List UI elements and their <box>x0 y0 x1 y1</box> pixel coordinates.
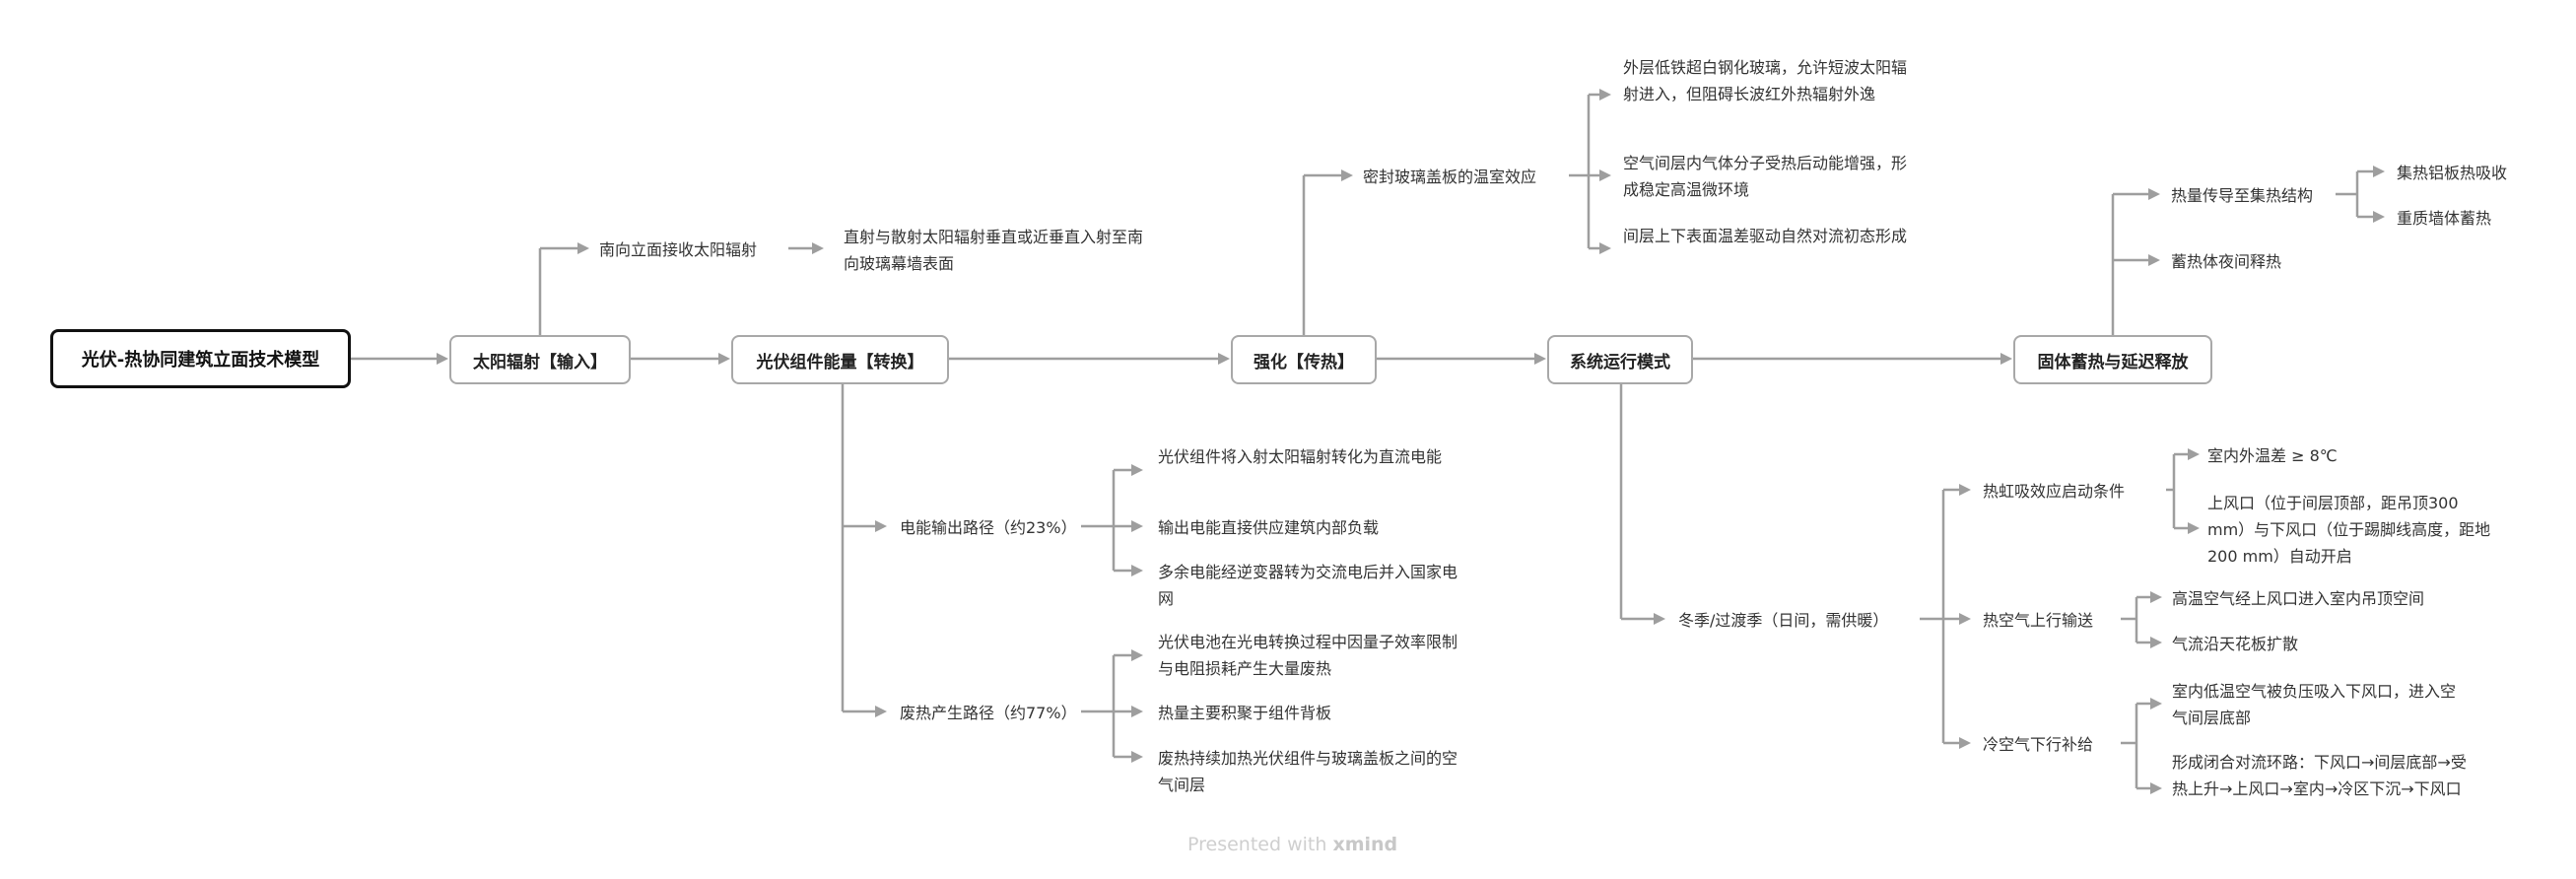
arrowhead <box>2373 166 2385 177</box>
winter-mode-node[interactable]: 冬季/过渡季（日间，需供暖） <box>1678 611 1889 630</box>
arrowhead <box>2150 782 2162 794</box>
arrowhead <box>1959 484 1971 496</box>
thermosiphon-node[interactable]: 热虹吸效应启动条件 <box>1983 482 2126 501</box>
arrowhead <box>812 242 824 254</box>
arrowhead <box>1959 613 1971 625</box>
down-leaf-1[interactable]: 室内低温空气被负压吸入下风口，进入空气间层底部 <box>2172 682 2457 727</box>
arrowhead <box>2150 698 2162 710</box>
system-operation-node[interactable]: 系统运行模式 <box>1547 335 1693 384</box>
solar-radiation-node[interactable]: 太阳辐射【输入】 <box>449 335 631 384</box>
greenhouse-effect-node[interactable]: 密封玻璃盖板的温室效应 <box>1363 168 1537 186</box>
elec-leaf-2[interactable]: 输出电能直接供应建筑内部负载 <box>1158 518 1380 537</box>
green-leaf-2[interactable]: 空气间层内气体分子受热后动能增强，形成稳定高温微环境 <box>1623 154 1908 199</box>
arrowhead <box>1218 353 1230 365</box>
waste-leaf-3[interactable]: 废热持续加热光伏组件与玻璃盖板之间的空气间层 <box>1158 749 1458 794</box>
heat-conduction-node[interactable]: 热量传导至集热结构 <box>2171 186 2314 205</box>
up-leaf-2[interactable]: 气流沿天花板扩散 <box>2172 635 2299 653</box>
arrowhead <box>1131 464 1143 476</box>
arrowhead <box>875 706 887 717</box>
arrowhead <box>1131 706 1143 717</box>
arrowhead <box>1131 751 1143 763</box>
arrowhead <box>1654 613 1665 625</box>
green-leaf-3[interactable]: 间层上下表面温差驱动自然对流初态形成 <box>1623 227 1908 245</box>
pv-conversion-node[interactable]: 光伏组件能量【转换】 <box>731 335 949 384</box>
waste-heat-path-node[interactable]: 废热产生路径（约77%） <box>900 704 1077 722</box>
arrowhead <box>2150 591 2162 603</box>
arrowhead <box>2000 353 2012 365</box>
solid-heat-storage-node[interactable]: 固体蓄热与延迟释放 <box>2013 335 2212 384</box>
elec-leaf-1[interactable]: 光伏组件将入射太阳辐射转化为直流电能 <box>1158 447 1443 466</box>
enhanced-heat-transfer-node[interactable]: 强化【传热】 <box>1231 335 1377 384</box>
arrowhead <box>2188 448 2200 460</box>
elec-leaf-3[interactable]: 多余电能经逆变器转为交流电后并入国家电网 <box>1158 563 1458 608</box>
arrowhead <box>1131 649 1143 661</box>
arrowhead <box>2148 188 2160 200</box>
arrowhead <box>1341 169 1353 181</box>
arrowhead <box>2148 254 2160 266</box>
waste-leaf-2[interactable]: 热量主要积聚于组件背板 <box>1158 704 1332 722</box>
solar-leaf-1[interactable]: 直射与散射太阳辐射垂直或近垂直入射至南向玻璃幕墙表面 <box>844 228 1144 273</box>
arrowhead <box>577 242 589 254</box>
arrowhead <box>1131 565 1143 576</box>
store-leaf-2[interactable]: 重质墙体蓄热 <box>2397 209 2492 228</box>
night-release-node[interactable]: 蓄热体夜间释热 <box>2171 252 2282 271</box>
arrowhead <box>718 353 730 365</box>
hot-air-up-node[interactable]: 热空气上行输送 <box>1983 611 2094 630</box>
arrowhead <box>2150 637 2162 648</box>
root-node[interactable]: 光伏-热协同建筑立面技术模型 <box>50 329 351 388</box>
electricity-path-node[interactable]: 电能输出路径（约23%） <box>900 518 1077 537</box>
siphon-leaf-1[interactable]: 室内外温差 ≥ 8℃ <box>2207 446 2338 465</box>
up-leaf-1[interactable]: 高温空气经上风口进入室内吊顶空间 <box>2172 589 2425 608</box>
down-leaf-2[interactable]: 形成闭合对流环路：下风口→间层底部→受热上升→上风口→室内→冷区下沉→下风口 <box>2172 753 2467 798</box>
arrowhead <box>1534 353 1546 365</box>
arrowhead <box>1599 169 1611 181</box>
store-leaf-1[interactable]: 集热铝板热吸收 <box>2397 164 2508 182</box>
green-leaf-1[interactable]: 外层低铁超白钢化玻璃，允许短波太阳辐射进入，但阻碍长波红外热辐射外逸 <box>1623 58 1908 103</box>
siphon-leaf-2[interactable]: 上风口（位于间层顶部，距吊顶300 mm）与下风口（位于踢脚线高度，距地200 … <box>2207 494 2491 566</box>
arrowhead <box>1959 737 1971 749</box>
arrowhead <box>437 353 448 365</box>
arrowhead <box>1131 520 1143 532</box>
arrowhead <box>1599 89 1611 101</box>
xmind-watermark: Presented with xmind <box>1187 834 1398 855</box>
arrowhead <box>2188 522 2200 534</box>
south-facade-node[interactable]: 南向立面接收太阳辐射 <box>599 240 758 259</box>
arrowhead <box>2373 211 2385 223</box>
arrowhead <box>875 520 887 532</box>
cold-air-down-node[interactable]: 冷空气下行补给 <box>1983 735 2094 754</box>
arrowhead <box>1599 242 1611 254</box>
waste-leaf-1[interactable]: 光伏电池在光电转换过程中因量子效率限制与电阻损耗产生大量废热 <box>1158 633 1458 678</box>
